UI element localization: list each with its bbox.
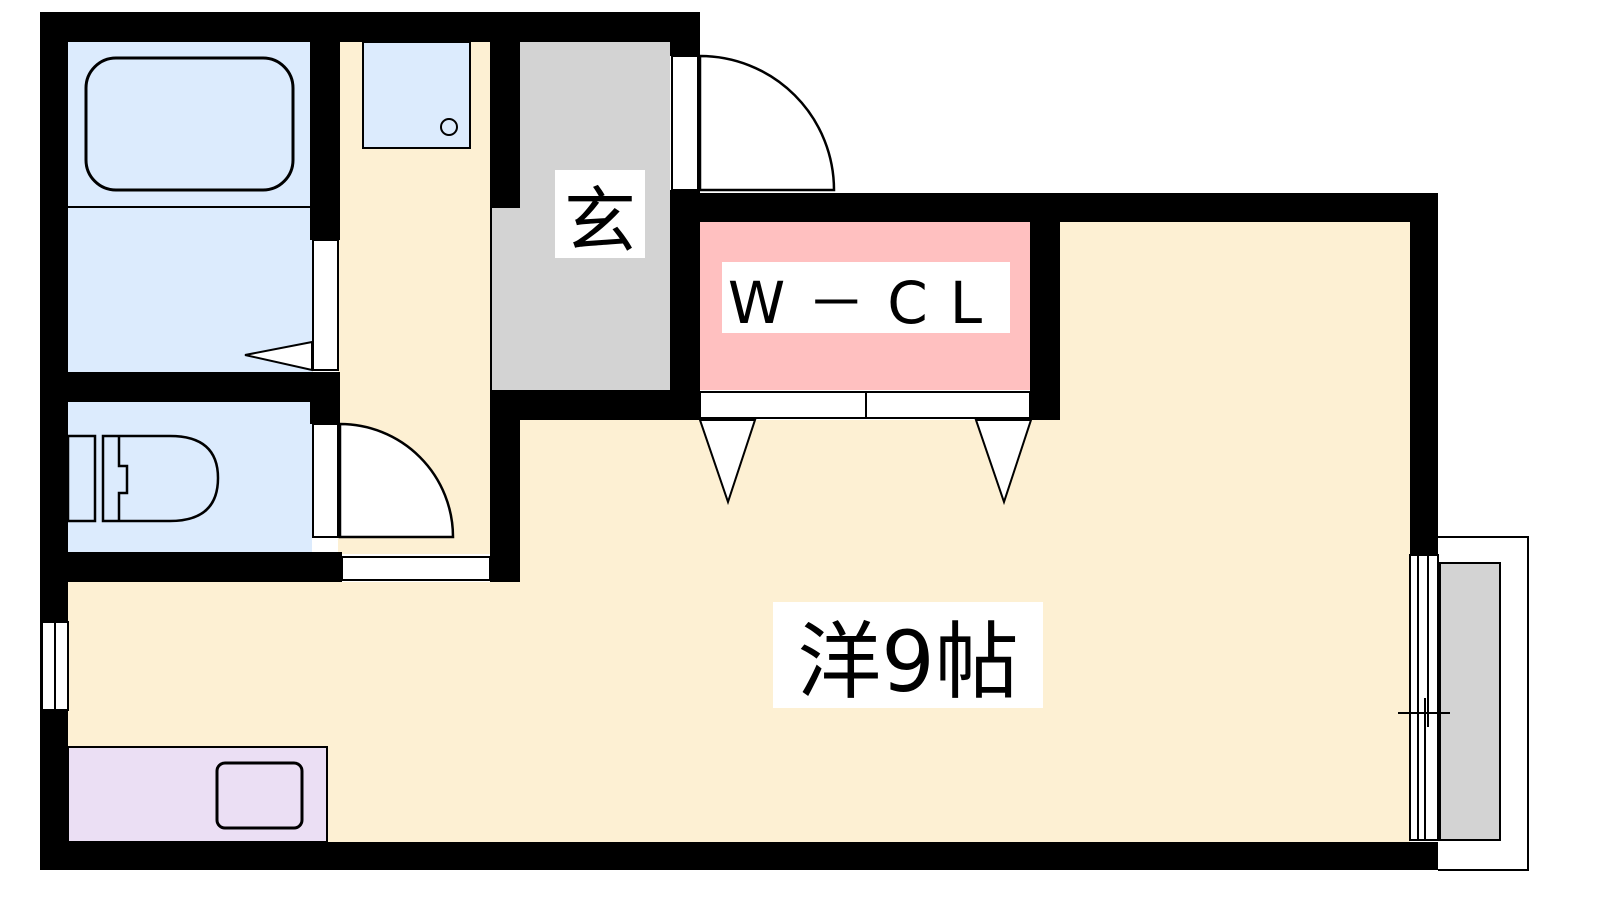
walk-in-closet-label: W－CL [722, 262, 1010, 337]
bathroom-door[interactable] [312, 239, 339, 371]
main-room-floor [68, 222, 1410, 842]
door-swing-icon [244, 340, 313, 372]
left-window[interactable] [41, 621, 69, 711]
door-swing-icon [698, 419, 757, 506]
toilet-door-frame [312, 423, 339, 538]
sink-icon [215, 761, 304, 830]
toilet-door[interactable] [338, 422, 455, 539]
hallway-door[interactable] [341, 556, 491, 581]
closet-door-right[interactable] [865, 391, 1031, 419]
drain-icon [440, 118, 458, 136]
walls [40, 12, 1438, 870]
entrance-door[interactable] [698, 54, 836, 192]
balcony-floor [1439, 562, 1501, 841]
toilet-floor [68, 402, 312, 554]
western-room-label: 洋9帖 [773, 602, 1043, 711]
balcony-sliding-door[interactable] [1398, 554, 1450, 841]
bathtub-icon [84, 56, 295, 192]
entrance-door-frame [671, 55, 699, 191]
closet-door-left[interactable] [699, 391, 867, 419]
entrance-label: 玄 [555, 170, 645, 263]
door-swing-icon [974, 419, 1033, 506]
washing-machine-pan [362, 41, 471, 149]
